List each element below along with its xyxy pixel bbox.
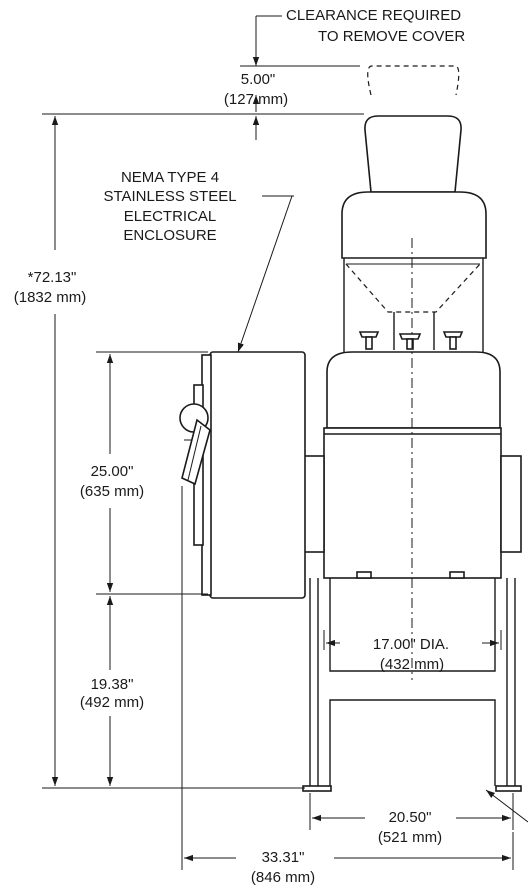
- leg-span-imperial: 20.50": [389, 809, 432, 826]
- clearance-leader: [240, 15, 360, 67]
- overall-width-metric: (846 mm): [251, 869, 315, 886]
- foot-pad-leader: [485, 789, 528, 823]
- overall-width-dimension: [181, 486, 514, 870]
- knob-center: [398, 333, 422, 350]
- overall-width-imperial: 33.31": [262, 849, 305, 866]
- hopper-section: [343, 258, 484, 357]
- knob-left: [358, 331, 380, 350]
- enclosure-label-line1: NEMA TYPE 4: [121, 169, 219, 186]
- diameter-metric: (432 mm): [380, 656, 444, 673]
- diameter-dimension: [323, 630, 502, 650]
- base-height-metric: (492 mm): [80, 694, 144, 711]
- enclosure-height-metric: (635 mm): [80, 483, 144, 500]
- clamp-knobs: [358, 331, 464, 350]
- enclosure-height-imperial: 25.00": [91, 463, 134, 480]
- base-height-imperial: 19.38": [91, 676, 134, 693]
- leg-span-metric: (521 mm): [378, 829, 442, 846]
- clearance-dim-metric: (127 mm): [224, 91, 288, 108]
- diameter-imperial: 17.00" DIA.: [373, 636, 449, 653]
- side-port-right: [500, 455, 522, 553]
- disconnect-handle[interactable]: [179, 403, 211, 486]
- machine-body: [302, 65, 522, 792]
- enclosure-label-line3: ELECTRICAL: [124, 208, 217, 225]
- overall-height-metric: (1832 mm): [14, 289, 87, 306]
- knob-right: [442, 331, 464, 350]
- body-shoulder: [326, 351, 501, 429]
- side-port-left: [303, 455, 325, 553]
- clearance-label-line2: TO REMOVE COVER: [318, 28, 465, 45]
- cover-clearance-outline: [367, 65, 460, 96]
- clearance-dim-imperial: 5.00": [241, 71, 276, 88]
- electrical-enclosure: [179, 351, 306, 599]
- enclosure-label-line4: ENCLOSURE: [123, 227, 216, 244]
- stand-frame: [302, 578, 522, 792]
- top-cover: [364, 115, 462, 193]
- clearance-label-line1: CLEARANCE REQUIRED: [286, 7, 461, 24]
- enclosure-leader: [237, 195, 293, 353]
- overall-height-imperial: *72.13": [28, 269, 77, 286]
- enclosure-label-line2: STAINLESS STEEL: [103, 188, 236, 205]
- leg-span-dimension: [309, 793, 514, 830]
- lid-dome: [341, 191, 487, 259]
